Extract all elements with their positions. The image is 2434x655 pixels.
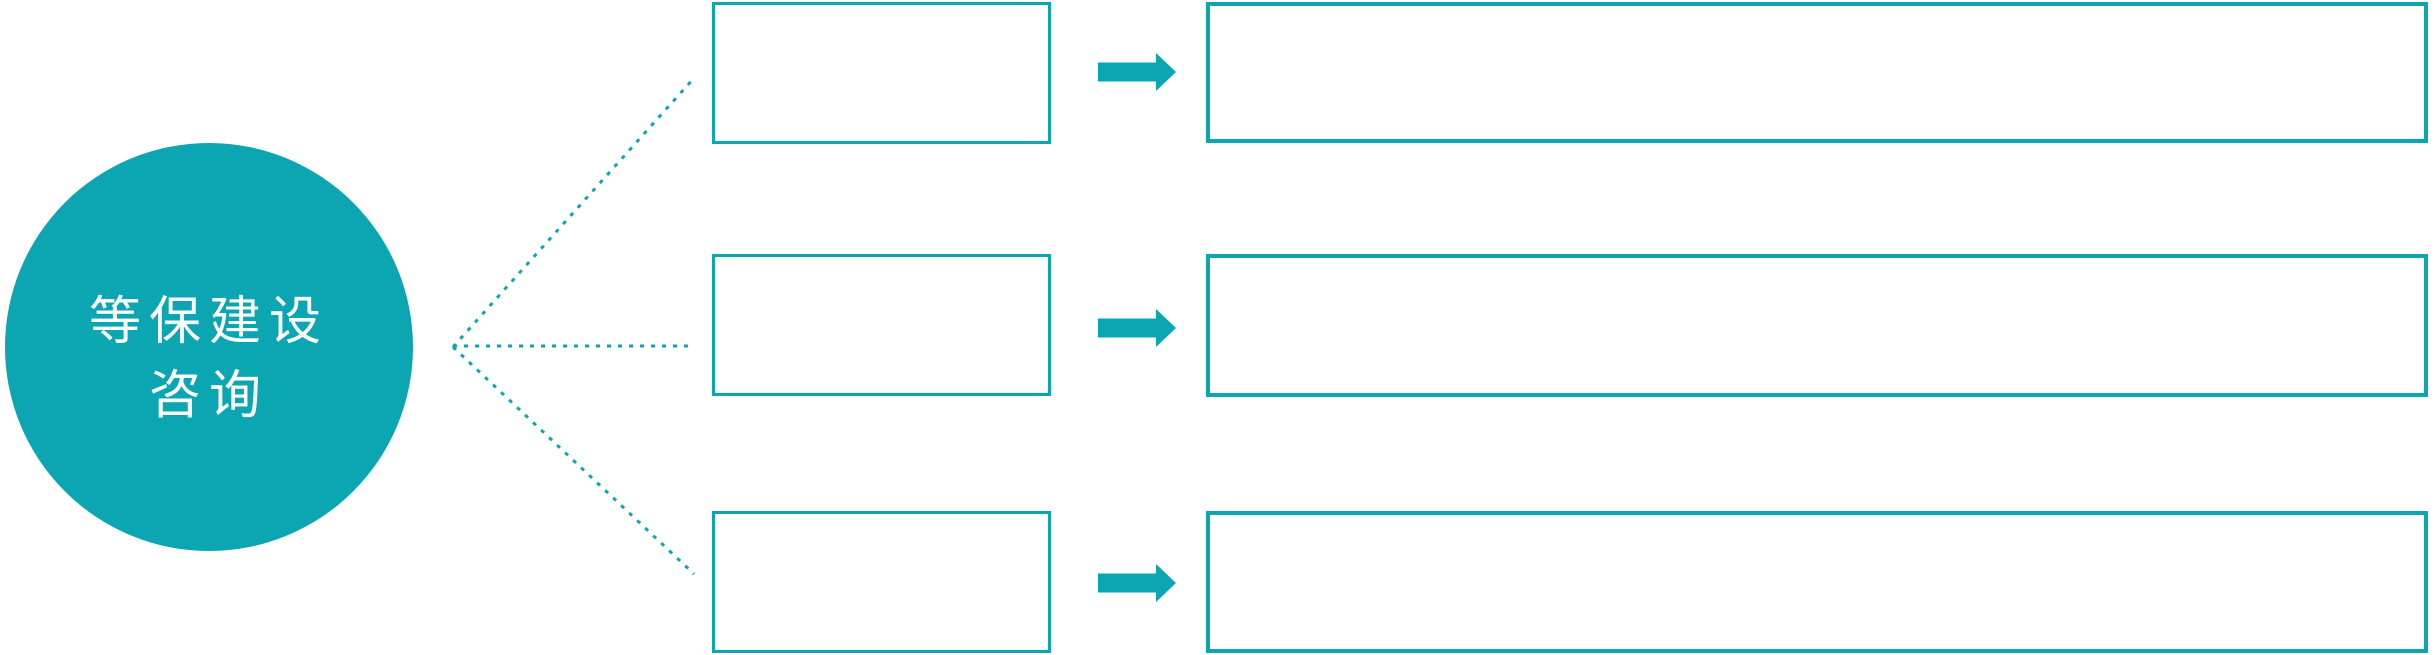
step-box-3 [712, 511, 1051, 653]
diagram-row-1 [712, 2, 2428, 144]
detail-box-3 [1206, 511, 2428, 653]
step-box-2 [712, 254, 1051, 396]
diagram-row-2 [712, 254, 2428, 397]
topic-circle-label-line2: 咨询 [149, 367, 269, 425]
detail-box-2 [1206, 254, 2428, 397]
right-arrow-icon [1098, 564, 1176, 602]
diagram-row-3 [712, 511, 2428, 653]
detail-box-1 [1206, 2, 2428, 143]
right-arrow-icon [1098, 53, 1176, 91]
topic-circle [5, 143, 413, 551]
dotted-connector-bottom [451, 345, 696, 576]
dotted-connector-top [451, 76, 696, 349]
step-box-1 [712, 2, 1051, 144]
topic-circle-label-line1: 等保建设 [89, 293, 329, 351]
right-arrow-icon [1098, 309, 1176, 347]
